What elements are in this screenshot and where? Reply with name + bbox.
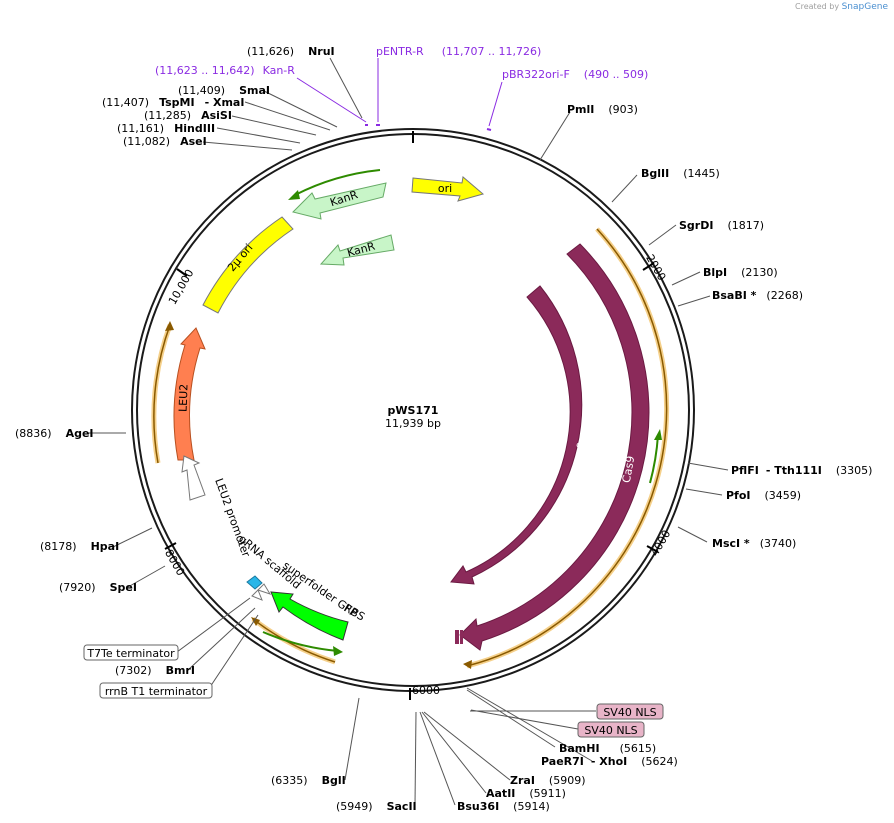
site-paer7i[interactable]: PaeR7I- XhoI(5624) xyxy=(541,755,678,768)
site-msci[interactable]: MscI *(3740) xyxy=(712,537,796,550)
site-pflfi[interactable]: PflFI- Tth111I(3305) xyxy=(731,464,872,477)
tick-label-10000: 10,000 xyxy=(166,267,197,307)
site-zrai[interactable]: ZraI(5909) xyxy=(510,774,586,787)
nls-marker-1 xyxy=(455,630,459,644)
primer-pentr-r[interactable]: pENTR-R(11,707 .. 11,726) xyxy=(376,45,541,58)
orf-arrow-cas9 xyxy=(463,660,472,669)
feature-cas9-inner-label: Cas9 xyxy=(571,441,589,470)
feature-2mu-ori[interactable] xyxy=(202,216,294,314)
snapgene-credit: Created by SnapGene xyxy=(795,2,888,12)
site-pfoi[interactable]: PfoI(3459) xyxy=(726,489,801,502)
site-bamhi[interactable]: BamHI(5615) xyxy=(559,742,656,755)
snapgene-logo: SnapGene xyxy=(841,2,888,12)
site-blpi[interactable]: BlpI(2130) xyxy=(703,266,778,279)
site-asei[interactable]: (11,082)AseI xyxy=(123,135,207,148)
feature-kanr-2[interactable] xyxy=(319,234,395,266)
plasmid-size: 11,939 bp xyxy=(385,417,441,430)
feature-superfolder-gfp[interactable] xyxy=(270,591,349,641)
feature-cas9-inner[interactable] xyxy=(450,285,583,585)
backbone-outer xyxy=(131,128,695,692)
site-sacii[interactable]: (5949)SacII xyxy=(336,800,417,813)
feature-grna-scaffold[interactable] xyxy=(246,575,263,590)
sv40-nls-label-1: SV40 NLS xyxy=(603,706,656,719)
sv40-nls-box-2[interactable] xyxy=(577,721,645,738)
feature-rbs-label: RBS xyxy=(342,601,368,623)
position-ticks xyxy=(164,262,659,700)
callout-lines xyxy=(88,57,729,806)
site-nrui[interactable]: (11,626)NruI xyxy=(247,45,335,58)
feature-cas9-outer[interactable] xyxy=(459,243,650,651)
t7te-terminator-label: T7Te terminator xyxy=(86,647,175,660)
site-tspmi[interactable]: (11,407)TspMI- XmaI xyxy=(102,96,244,109)
t7te-terminator-box[interactable] xyxy=(83,644,179,661)
feature-leu2-promoter[interactable] xyxy=(181,455,206,501)
primer-mark-pbr322 xyxy=(486,128,492,131)
site-smai[interactable]: (11,409)SmaI xyxy=(178,84,270,97)
feature-kanr-2-label: KanR xyxy=(346,240,377,260)
site-bglii[interactable]: BglII(1445) xyxy=(641,167,720,180)
feature-cas9-outer-label: Cas9 xyxy=(620,455,638,484)
site-bsabi[interactable]: BsaBI *(2268) xyxy=(712,289,803,302)
site-asisi[interactable]: (11,285)AsiSI xyxy=(144,109,232,122)
site-agei[interactable]: (8836)AgeI xyxy=(15,427,94,440)
site-sgrdi[interactable]: SgrDI(1817) xyxy=(679,219,764,232)
feature-ori-label: ori xyxy=(438,182,452,195)
site-hindiii[interactable]: (11,161)HindIII xyxy=(117,122,215,135)
tick-label-4000: 4000 xyxy=(648,528,673,559)
site-bsu36i[interactable]: Bsu36I(5914) xyxy=(457,800,550,813)
feature-kanr-1[interactable] xyxy=(292,182,387,220)
rrnb-t1-terminator-label: rrnB T1 terminator xyxy=(105,685,208,698)
feature-leu2-label: LEU2 xyxy=(177,384,191,413)
feature-leu2[interactable] xyxy=(173,327,206,461)
site-pmli[interactable]: PmlI(903) xyxy=(567,103,638,116)
orf-arrow-leu2 xyxy=(165,321,174,331)
sv40-nls-label-2: SV40 NLS xyxy=(584,724,637,737)
nls-marker-2 xyxy=(460,630,463,644)
primer-pbr322ori-f[interactable]: pBR322ori-F(490 .. 509) xyxy=(502,68,648,81)
orf-arrow-gfp xyxy=(251,617,260,626)
plasmid-name: pWS171 xyxy=(388,404,439,417)
feature-ori[interactable] xyxy=(411,176,485,202)
sv40-nls-box-1[interactable] xyxy=(596,703,664,720)
feature-small-element-1 xyxy=(257,583,272,595)
feature-small-element-2 xyxy=(251,589,263,601)
site-hpai[interactable]: (8178)HpaI xyxy=(40,540,119,553)
site-bmri[interactable]: (7302)BmrI xyxy=(115,664,195,677)
site-bgli[interactable]: (6335)BglI xyxy=(271,774,346,787)
credit-prefix: Created by xyxy=(795,2,840,11)
tick-label-6000: 6000 xyxy=(412,684,440,697)
primer-kan-r[interactable]: (11,623 .. 11,642)Kan-R xyxy=(155,64,295,77)
site-aatii[interactable]: AatII(5911) xyxy=(486,787,566,800)
site-spei[interactable]: (7920)SpeI xyxy=(59,581,137,594)
rrnb-t1-terminator-box[interactable] xyxy=(99,682,213,699)
primer-callouts xyxy=(296,58,503,127)
orf-lines xyxy=(151,227,670,669)
orf-green-top xyxy=(294,169,381,196)
